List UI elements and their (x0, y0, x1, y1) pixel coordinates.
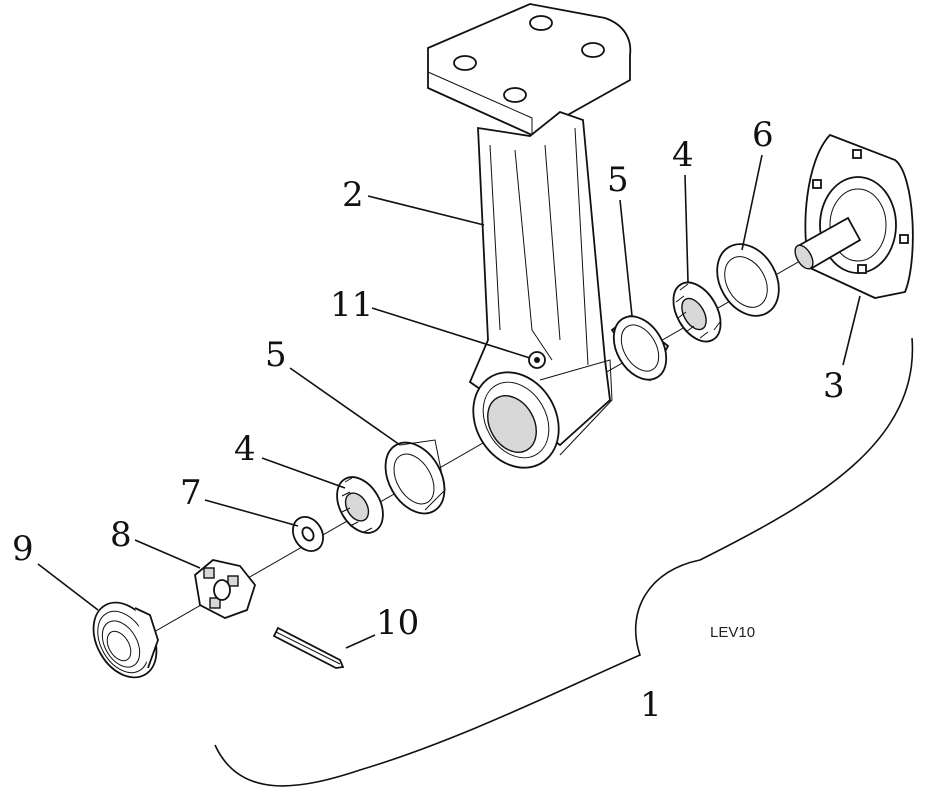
bolt-hole (581, 42, 605, 58)
bolt-hole (453, 55, 477, 71)
castle-nut (194, 559, 257, 619)
assembly-brace (214, 337, 914, 787)
callout-9: 9 (12, 529, 34, 569)
bolt-hole (503, 87, 527, 103)
suspension-arm (468, 110, 613, 469)
callout-8: 8 (110, 515, 132, 555)
inner-race (610, 314, 670, 382)
callout-5-upper: 5 (607, 160, 629, 200)
arm-mounting-plate (427, 3, 632, 137)
callout-4-upper: 4 (672, 135, 694, 175)
callout-1: 1 (640, 685, 662, 725)
cotter-pin (272, 626, 345, 669)
callout-3: 3 (823, 366, 845, 406)
callout-6: 6 (752, 115, 774, 155)
leader-lines (37, 154, 861, 649)
dust-cap (92, 601, 159, 679)
callout-2: 2 (342, 175, 364, 215)
callout-4-lower: 4 (234, 429, 256, 469)
drawing-code: LEV10 (710, 624, 755, 641)
inner-bearing (672, 281, 722, 343)
callout-7: 7 (180, 473, 202, 513)
callout-11: 11 (330, 285, 373, 325)
callout-5-lower: 5 (265, 335, 287, 375)
callout-10: 10 (376, 603, 419, 643)
outer-race (384, 439, 446, 515)
washer (292, 516, 324, 552)
grease-fitting (528, 351, 546, 369)
spindle-flange (794, 133, 914, 299)
outer-bearing (336, 476, 384, 534)
bolt-hole (529, 15, 553, 31)
grease-seal (716, 243, 780, 317)
